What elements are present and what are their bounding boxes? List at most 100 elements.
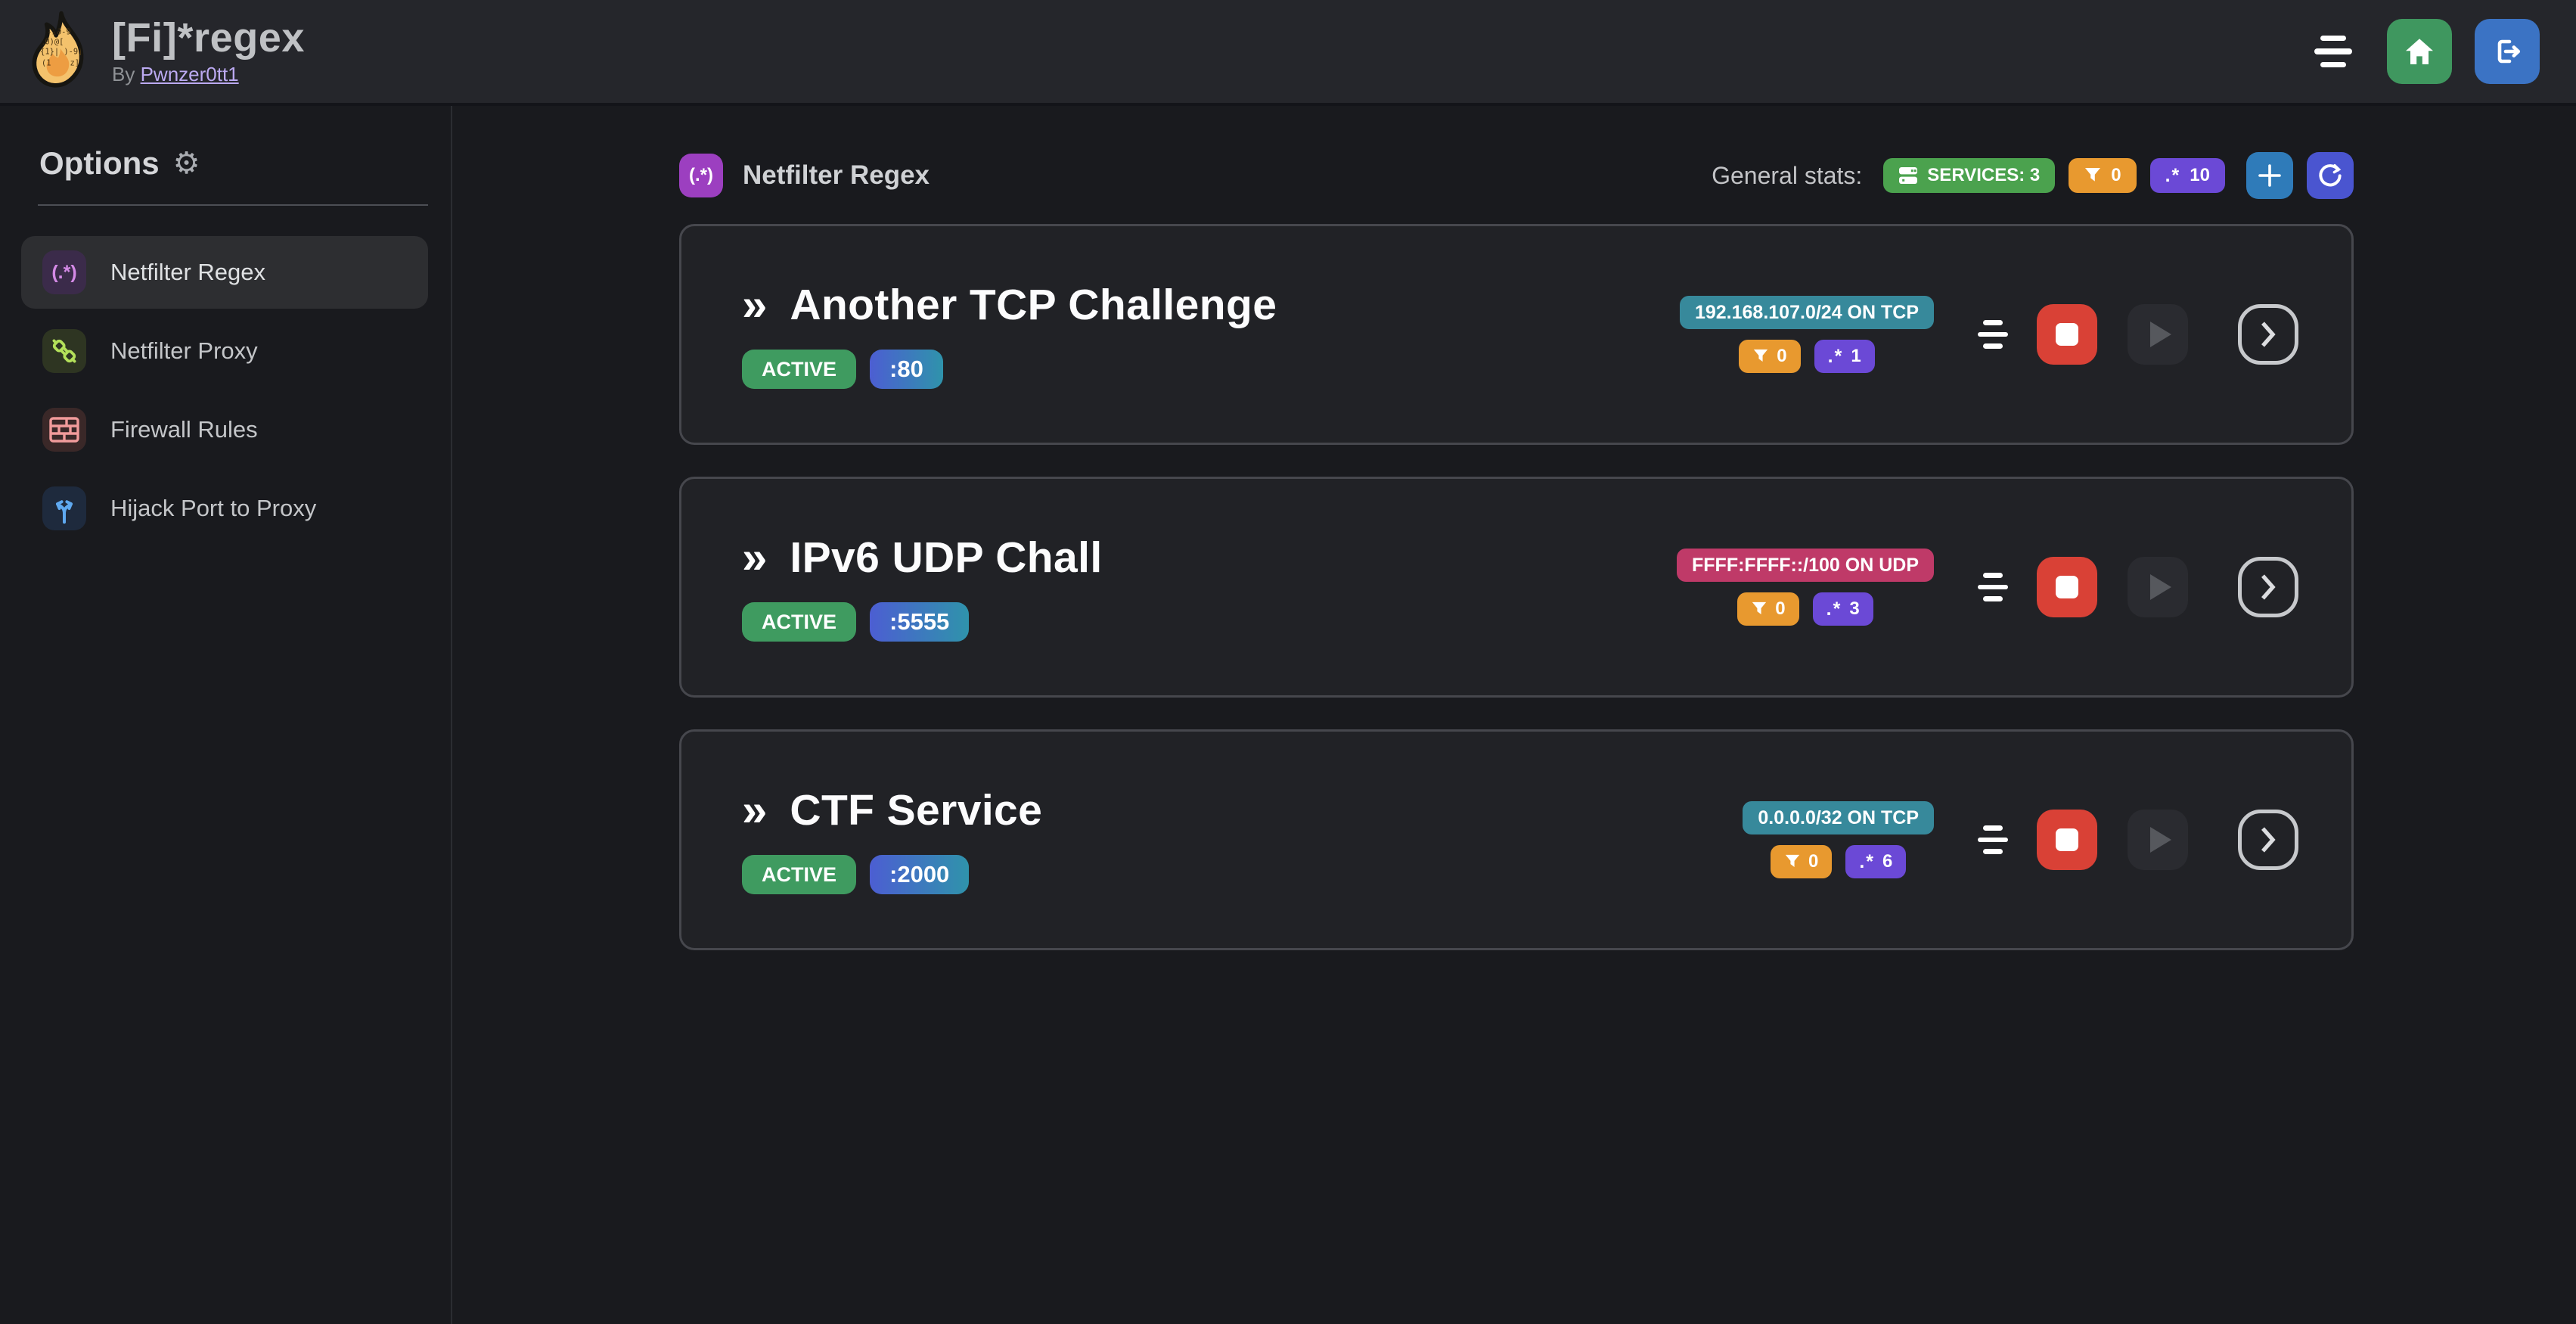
double-chevron-icon: » <box>742 532 768 583</box>
topbar: -z0-9 20)@[ {1}| )-9] (1 z] [Fi]*regex B… <box>0 0 2576 106</box>
app-title: [Fi]*regex <box>112 15 306 61</box>
target-address-badge: 0.0.0.0/32 ON TCP <box>1743 801 1934 834</box>
sidebar-item-hijack-port[interactable]: Hijack Port to Proxy <box>21 472 428 545</box>
play-icon <box>2150 322 2171 347</box>
main-header: (.*) Netfilter Regex General stats: SE <box>679 152 2354 199</box>
regex-glyph-icon: .* <box>1859 850 1876 872</box>
start-button[interactable] <box>2128 810 2188 870</box>
service-card: » CTF Service ACTIVE :2000 0.0.0.0/32 ON… <box>679 729 2354 950</box>
stop-icon <box>2056 323 2078 346</box>
split-arrows-icon <box>42 486 86 530</box>
author-link[interactable]: Pwnzer0tt1 <box>140 62 239 85</box>
chevron-right-icon <box>2261 827 2276 853</box>
sidebar-title: Options ⚙ <box>39 145 200 181</box>
target-address-badge: 192.168.107.0/24 ON TCP <box>1679 296 1934 329</box>
home-button[interactable] <box>2387 19 2452 84</box>
port-badge: :5555 <box>870 602 970 642</box>
open-service-button[interactable] <box>2238 557 2298 617</box>
sidebar-item-netfilter-regex[interactable]: (.*) Netfilter Regex <box>21 236 428 309</box>
regex-count-badge: .* 1 <box>1814 340 1875 373</box>
double-chevron-icon: » <box>742 279 768 330</box>
svg-text:(1 z]: (1 z] <box>42 59 79 68</box>
sidebar-item-netfilter-proxy[interactable]: Netfilter Proxy <box>21 315 428 387</box>
regex-icon: (.*) <box>42 250 86 294</box>
status-badge: ACTIVE <box>742 602 857 642</box>
refresh-icon <box>2319 163 2342 187</box>
port-badge: :2000 <box>870 855 970 894</box>
logout-button[interactable] <box>2475 19 2540 84</box>
topbar-actions <box>2314 19 2540 84</box>
regex-count-badge: .* 6 <box>1845 845 1907 878</box>
service-menu-button[interactable] <box>1978 319 2008 350</box>
filters-total-badge: 0 <box>2069 158 2137 193</box>
refresh-button[interactable] <box>2307 152 2354 199</box>
filters-count-badge: 0 <box>1737 592 1799 626</box>
plus-icon <box>2258 164 2281 187</box>
brand: -z0-9 20)@[ {1}| )-9] (1 z] [Fi]*regex B… <box>30 11 305 92</box>
sidebar-item-firewall-rules[interactable]: Firewall Rules <box>21 393 428 466</box>
play-icon <box>2150 827 2171 853</box>
chevron-right-icon <box>2261 574 2276 600</box>
section-heading: (.*) Netfilter Regex <box>679 154 930 197</box>
sidebar-divider <box>38 204 428 206</box>
service-menu-button[interactable] <box>1978 825 2008 855</box>
logout-icon <box>2497 39 2521 64</box>
regex-glyph-icon: .* <box>2165 164 2181 186</box>
service-name: Another TCP Challenge <box>790 281 1277 329</box>
play-icon <box>2150 574 2171 600</box>
regex-total-badge: .* 10 <box>2149 158 2225 193</box>
stop-icon <box>2056 576 2078 598</box>
service-card: » Another TCP Challenge ACTIVE :80 192.1… <box>679 224 2354 445</box>
filter-icon <box>1752 601 1767 614</box>
plug-icon <box>42 329 86 373</box>
main-content: (.*) Netfilter Regex General stats: SE <box>452 106 2576 1324</box>
menu-icon[interactable] <box>2314 35 2352 68</box>
sidebar-nav: (.*) Netfilter Regex <box>21 236 428 545</box>
filters-count-badge: 0 <box>1770 845 1833 878</box>
service-list: » Another TCP Challenge ACTIVE :80 192.1… <box>679 224 2354 950</box>
section-title: Netfilter Regex <box>743 160 930 190</box>
service-menu-button[interactable] <box>1978 572 2008 602</box>
svg-text:-z0-9: -z0-9 <box>47 28 70 37</box>
stop-button[interactable] <box>2037 810 2097 870</box>
start-button[interactable] <box>2128 304 2188 365</box>
server-icon <box>1899 167 1918 184</box>
filter-icon <box>2085 168 2101 182</box>
status-badge: ACTIVE <box>742 855 857 894</box>
filter-icon <box>1785 854 1800 867</box>
port-badge: :80 <box>870 350 943 389</box>
open-service-button[interactable] <box>2238 304 2298 365</box>
regex-glyph-icon: .* <box>1826 598 1842 620</box>
flame-logo: -z0-9 20)@[ {1}| )-9] (1 z] <box>32 11 84 88</box>
service-name: IPv6 UDP Chall <box>790 533 1103 582</box>
status-badge: ACTIVE <box>742 350 857 389</box>
sidebar: Options ⚙ (.*) Netfilter Regex <box>0 106 452 1324</box>
filter-icon <box>1754 349 1768 362</box>
regex-section-icon: (.*) <box>679 154 723 197</box>
chevron-right-icon <box>2261 322 2276 347</box>
stats-label: General stats: <box>1712 161 1863 189</box>
svg-text:{1}| )-9]: {1}| )-9] <box>40 48 82 57</box>
service-name: CTF Service <box>790 786 1043 834</box>
stop-button[interactable] <box>2037 557 2097 617</box>
filters-count-badge: 0 <box>1739 340 1801 373</box>
brand-text: [Fi]*regex By Pwnzer0tt1 <box>112 15 306 86</box>
stop-icon <box>2056 828 2078 851</box>
start-button[interactable] <box>2128 557 2188 617</box>
byline: By Pwnzer0tt1 <box>112 63 305 86</box>
double-chevron-icon: » <box>742 785 768 835</box>
general-stats: General stats: SERVICES: 3 <box>1712 152 2354 199</box>
service-card: » IPv6 UDP Chall ACTIVE :5555 FFFF:FFFF:… <box>679 477 2354 698</box>
home-icon <box>2406 39 2433 64</box>
svg-text:20)@[: 20)@[ <box>40 38 64 47</box>
regex-glyph-icon: .* <box>1827 345 1844 367</box>
services-count-badge: SERVICES: 3 <box>1883 158 2056 193</box>
byline-prefix: By <box>112 62 135 85</box>
open-service-button[interactable] <box>2238 810 2298 870</box>
stop-button[interactable] <box>2037 304 2097 365</box>
regex-count-badge: .* 3 <box>1812 592 1873 626</box>
wall-icon <box>42 408 86 452</box>
add-service-button[interactable] <box>2246 152 2293 199</box>
target-address-badge: FFFF:FFFF::/100 ON UDP <box>1677 549 1934 582</box>
